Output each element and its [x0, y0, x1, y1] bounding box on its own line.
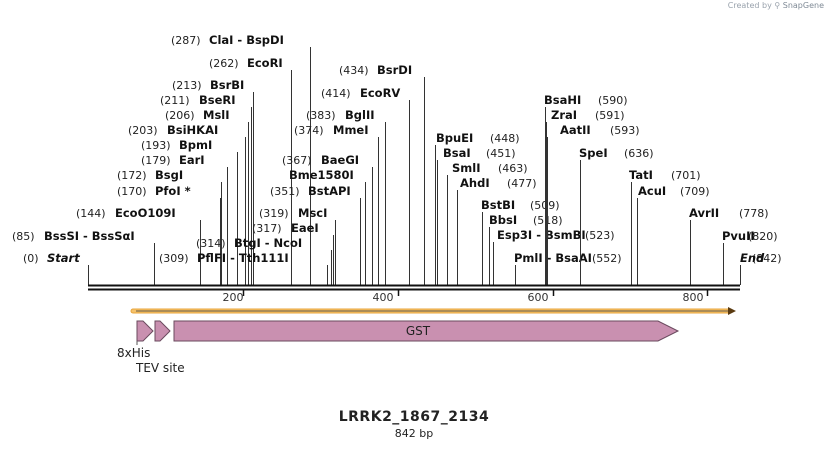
site-position: (701): [671, 169, 701, 182]
feature-arrow-8xhis: [136, 320, 154, 342]
map-length: 842 bp: [394, 427, 434, 440]
site-position: (367): [282, 154, 312, 167]
axis-tick-label: 400: [373, 291, 394, 304]
site-name-pmli: PmlI - BsaAI: [514, 251, 592, 265]
site-name-eaei: EaeI: [291, 221, 319, 235]
site-name-bstapi: BstAPI: [308, 184, 351, 198]
site-position: (709): [680, 185, 710, 198]
site-position: (509): [530, 199, 560, 212]
site-name-ahdi: AhdI: [460, 176, 490, 190]
site-position: (842): [752, 252, 782, 265]
site-position: (591): [595, 109, 625, 122]
site-position: (636): [624, 147, 654, 160]
site-position: (351): [270, 185, 300, 198]
feature-label-tev: TEV site: [135, 361, 185, 375]
site-name-bseri: BseRI: [199, 93, 236, 107]
site-name-acui: AcuI: [638, 184, 666, 198]
credit-prefix: Created by: [727, 1, 772, 10]
feature-label-gst: GST: [406, 324, 431, 338]
site-name-bpmi: BpmI: [179, 138, 212, 152]
site-position: (448): [490, 132, 520, 145]
site-position: (374): [294, 124, 324, 137]
axis-tick-label: 800: [683, 291, 704, 304]
site-name-pfoi: PfoI *: [155, 184, 191, 198]
site-name-bsssi: BssSI - BssSαI: [44, 229, 135, 243]
site-position: (211): [160, 94, 190, 107]
site-position: (463): [498, 162, 528, 175]
site-position: (319): [259, 207, 289, 220]
site-name-bsrdi: BsrDI: [377, 63, 412, 77]
site-position: (262): [209, 57, 239, 70]
site-position: (314): [196, 237, 226, 250]
site-position: (193): [141, 139, 171, 152]
site-position: (203): [128, 124, 158, 137]
site-position: (85): [12, 230, 35, 243]
site-position: (590): [598, 94, 628, 107]
orf-arrow-head: [728, 307, 736, 315]
site-position: (170): [117, 185, 147, 198]
site-name-bsrbi: BsrBI: [210, 78, 244, 92]
site-position: (523): [585, 229, 615, 242]
site-name-bbsi: BbsI: [489, 213, 517, 227]
site-name-bsihkai: BsiHKAI: [167, 123, 218, 137]
snapgene-credit: Created by ⚲ SnapGene: [728, 1, 824, 10]
site-position: (434): [339, 64, 369, 77]
site-position: (383): [306, 109, 336, 122]
site-position: (820): [748, 230, 778, 243]
site-name-smli: SmlI: [452, 161, 481, 175]
site-name-pvuii: PvuII: [722, 229, 755, 243]
site-name-bglii: BglII: [345, 108, 375, 122]
site-position: (213): [172, 79, 202, 92]
site-position: (414): [321, 87, 351, 100]
feature-arrow-tev: [154, 320, 171, 342]
site-name-bstbi: BstBI: [481, 198, 515, 212]
feature-label-8xhis: 8xHis: [117, 346, 150, 360]
site-name-mmei: MmeI: [333, 123, 369, 137]
site-position: (206): [165, 109, 195, 122]
site-name-bsahi: BsaHI: [544, 93, 581, 107]
site-position: (172): [117, 169, 147, 182]
credit-brand: SnapGene: [782, 1, 824, 10]
site-position: (451): [486, 147, 516, 160]
site-name-btgi: BtgI - NcoI: [234, 236, 302, 250]
site-name-esp3i: Esp3I - BsmBI: [497, 228, 586, 242]
site-name-ecorv: EcoRV: [360, 86, 400, 100]
snapgene-logo-icon: ⚲: [774, 1, 781, 10]
site-position: (778): [739, 207, 769, 220]
site-position: (144): [76, 207, 106, 220]
site-name-pflfi: PflFI - Tth111I: [197, 251, 289, 265]
site-position: (0): [23, 252, 39, 265]
site-name-eari: EarI: [179, 153, 205, 167]
site-name-ecori: EcoRI: [247, 56, 283, 70]
site-name-baegi: BaeGI: [321, 153, 359, 167]
site-position: (593): [610, 124, 640, 137]
site-position: (179): [141, 154, 171, 167]
site-name-aatii: AatII: [560, 123, 591, 137]
site-name-bsai: BsaI: [443, 146, 471, 160]
axis-tick-label: 200: [223, 291, 244, 304]
site-name-avrii: AvrII: [689, 206, 719, 220]
site-name-end: End: [740, 251, 765, 265]
site-position: (309): [159, 252, 189, 265]
site-name-bpuei: BpuEI: [436, 131, 473, 145]
site-name-msci: MscI: [298, 206, 327, 220]
site-position: (287): [171, 34, 201, 47]
site-name-zrai: ZraI: [551, 108, 577, 122]
site-name-bsgi: BsgI: [155, 168, 183, 182]
site-name-bme1580i: Bme1580I: [289, 168, 354, 182]
site-name-tati: TatI: [629, 168, 653, 182]
site-name-ecoo109i: EcoO109I: [115, 206, 176, 220]
site-position: (552): [592, 252, 622, 265]
site-name-start: Start: [47, 251, 80, 265]
site-name-msli: MslI: [203, 108, 230, 122]
site-name-clai: ClaI - BspDI: [209, 33, 284, 47]
site-name-spei: SpeI: [579, 146, 608, 160]
feature-arrow-gst: [173, 320, 680, 342]
site-position: (477): [507, 177, 537, 190]
axis-tick-label: 600: [528, 291, 549, 304]
map-title: LRRK2_1867_2134: [338, 409, 490, 425]
site-position: (317): [252, 222, 282, 235]
